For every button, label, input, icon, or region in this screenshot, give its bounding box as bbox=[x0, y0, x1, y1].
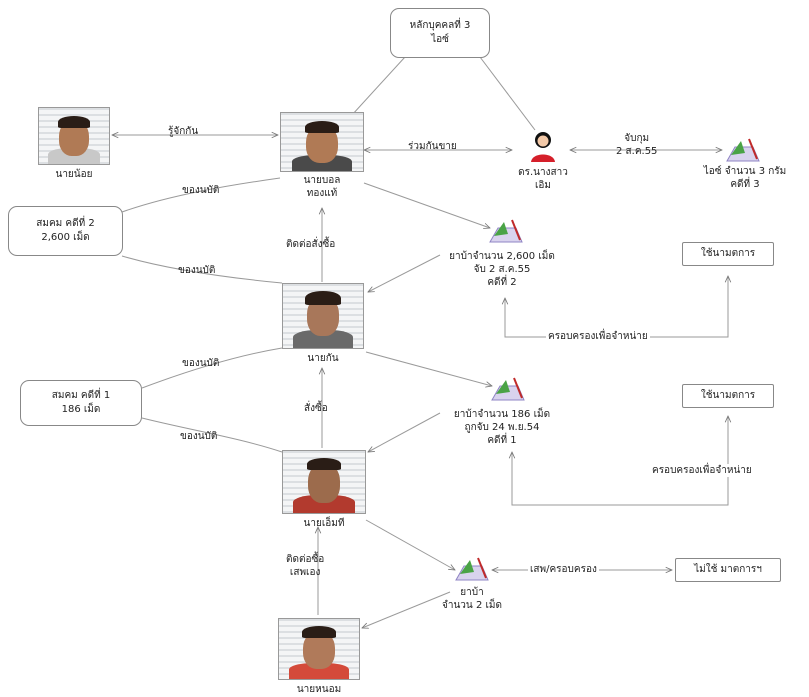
buyer1-box: สมคม คดีที่ 1 186 เม็ด bbox=[20, 380, 142, 426]
edge-topbox-person bbox=[351, 56, 406, 116]
edge-drug-bottom-person bbox=[362, 591, 451, 628]
top-case-line1: หลักบุคคลที่ 3 bbox=[409, 20, 471, 31]
edge-person-drug-bottom bbox=[365, 519, 455, 570]
drug-top-right-text: ไอซ์ จำนวน 3 กรัม คดีที่ 3 bbox=[690, 165, 800, 191]
edge-possess2 bbox=[512, 416, 728, 506]
drug-bottom-2: จำนวน 2 เม็ด bbox=[442, 600, 502, 611]
person-low-name: นายเอ็มที bbox=[303, 518, 345, 529]
label-date-woman: จับกุม 2 ส.ค.55 bbox=[616, 132, 657, 158]
drug-mid-1: ยาบ้าจำนวน 2,600 เม็ด bbox=[449, 251, 555, 262]
buyer1-line2: 186 เม็ด bbox=[61, 404, 101, 415]
drug-top-right-1: ไอซ์ จำนวน 3 กรัม bbox=[703, 166, 787, 177]
buyer2-line2: 2,600 เม็ด bbox=[41, 232, 90, 243]
label-date-woman-1: จับกุม bbox=[624, 133, 650, 144]
drug-icon-low bbox=[491, 377, 525, 401]
edge-drug-mid-person bbox=[368, 254, 441, 292]
buyer2-box: สมคม คดีที่ 2 2,600 เม็ด bbox=[8, 206, 123, 256]
drug-bottom-1: ยาบ้า bbox=[460, 587, 484, 598]
top-case-line2: ไอซ์ bbox=[431, 34, 449, 45]
edge-topbox-woman bbox=[479, 56, 536, 131]
drug-icon-mid bbox=[489, 219, 523, 243]
label-possess-2: ครอบครองเพื่อจำหน่าย bbox=[650, 464, 754, 477]
label-tidto2-1: ติดต่อซื้อ bbox=[286, 554, 325, 565]
label-tidto2-2: เสพเอง bbox=[289, 567, 321, 578]
drug-icon-top-right bbox=[726, 138, 760, 162]
buyer1-line1: สมคม คดีที่ 1 bbox=[51, 390, 111, 401]
label-rukan: รู้จักกัน bbox=[168, 126, 199, 137]
person-top-name: นายบอล ทองแท้ bbox=[280, 174, 364, 200]
label-tidto2: ติดต่อซื้อ เสพเอง bbox=[286, 553, 324, 579]
person-left-photo bbox=[38, 107, 110, 165]
drug-mid-3: คดีที่ 2 bbox=[487, 277, 517, 288]
buyer2-line1: สมคม คดีที่ 2 bbox=[36, 218, 95, 229]
person-left-name: นายน้อย bbox=[55, 169, 93, 180]
person-mid-name: นายกัน bbox=[307, 353, 339, 364]
person-low-photo bbox=[282, 450, 366, 514]
person-top-name-1: นายบอล bbox=[303, 175, 341, 186]
drug-icon-bottom bbox=[455, 557, 489, 581]
drug-low-text: ยาบ้าจำนวน 186 เม็ด ถูกจับ 24 พ.ย.54 คดี… bbox=[432, 408, 572, 447]
drug-top-right-2: คดีที่ 3 bbox=[730, 179, 760, 190]
right-box-1: ใช้นามตการ bbox=[682, 242, 774, 266]
right-box-2: ใช้นามตการ bbox=[682, 384, 774, 408]
drug-bottom-text: ยาบ้า จำนวน 2 เม็ด bbox=[420, 586, 524, 612]
drug-mid-2: จับ 2 ส.ค.55 bbox=[473, 264, 531, 275]
drug-low-1: ยาบ้าจำนวน 186 เม็ด bbox=[453, 409, 551, 420]
label-songsue: สั่งซื้อ bbox=[304, 403, 328, 414]
label-ruamkhai: ร่วมกันขาย bbox=[408, 141, 457, 152]
label-chongnabat-1: ของนบัติ bbox=[182, 185, 220, 196]
drug-low-3: คดีที่ 1 bbox=[487, 435, 517, 446]
edge-box1-mid bbox=[141, 347, 283, 389]
right-box-1-text: ใช้นามตการ bbox=[700, 248, 756, 259]
woman-name: ดร.นางสาว เอิม bbox=[505, 166, 581, 192]
edge-person-drug-mid bbox=[363, 182, 490, 228]
label-chongnabat-2: ของนบัติ bbox=[178, 265, 216, 276]
right-box-3: ไม่ใช้ มาตการฯ bbox=[675, 558, 781, 582]
edge-box1-low bbox=[141, 417, 283, 453]
label-possess-1: ครอบครองเพื่อจำหน่าย bbox=[546, 330, 650, 343]
person-top-photo bbox=[280, 112, 364, 172]
drug-low-2: ถูกจับ 24 พ.ย.54 bbox=[464, 422, 540, 433]
edge-drug-low-person bbox=[368, 412, 441, 452]
person-bottom-name: นายหนอม bbox=[296, 684, 342, 695]
right-box-3-text: ไม่ใช้ มาตการฯ bbox=[694, 564, 762, 575]
woman-name-2: เอิม bbox=[534, 180, 551, 191]
label-chongnabat-4: ของนบัติ bbox=[180, 431, 218, 442]
person-bottom-photo bbox=[278, 618, 360, 680]
drug-mid-text: ยาบ้าจำนวน 2,600 เม็ด จับ 2 ส.ค.55 คดีที… bbox=[432, 250, 572, 289]
person-mid-photo bbox=[282, 283, 364, 349]
label-chongnabat-3: ของนบัติ bbox=[182, 358, 220, 369]
edge-person-drug-low bbox=[365, 351, 492, 386]
label-possess-3: เสพ/ครอบครอง bbox=[528, 563, 599, 576]
woman-avatar bbox=[526, 128, 560, 162]
woman-icon bbox=[531, 132, 555, 162]
label-date-woman-2: 2 ส.ค.55 bbox=[616, 146, 658, 157]
top-case-box: หลักบุคคลที่ 3 ไอซ์ bbox=[390, 8, 490, 58]
person-top-name-2: ทองแท้ bbox=[306, 188, 338, 199]
edge-box2-mid bbox=[121, 255, 283, 284]
woman-name-1: ดร.นางสาว bbox=[518, 167, 568, 178]
right-box-2-text: ใช้นามตการ bbox=[700, 390, 756, 401]
label-tidto: ติดต่อสั่งซื้อ bbox=[286, 239, 336, 250]
edge-box2-top bbox=[121, 177, 281, 213]
